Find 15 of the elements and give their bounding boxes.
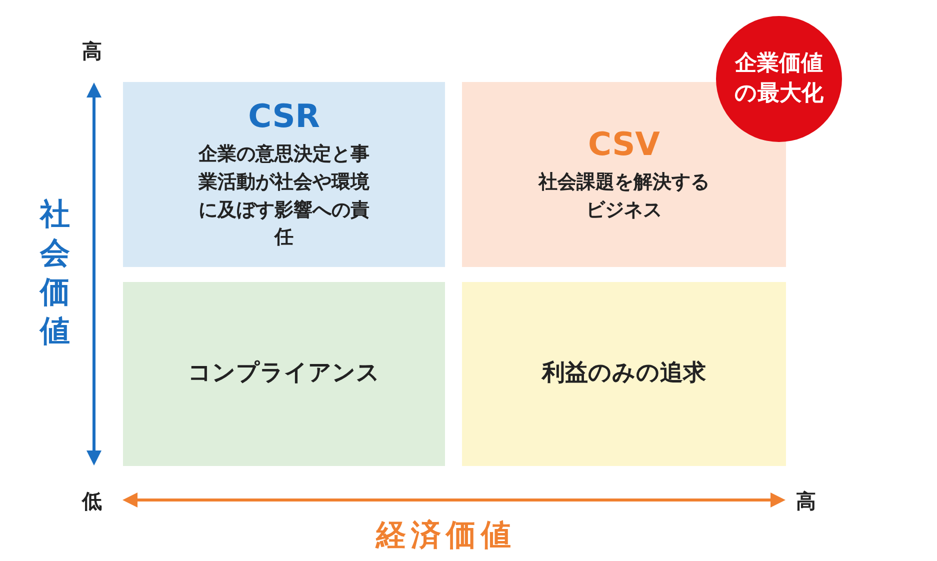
profit-quadrant: [462, 282, 786, 466]
axis-high-label: 高: [82, 38, 102, 65]
circle-text: 企業価値の最大化: [733, 50, 824, 108]
axis-high-label: 高: [796, 488, 816, 515]
quadrant-heading: CSV: [588, 124, 660, 163]
axis-low-label: 低: [82, 488, 102, 515]
axis-title: 経済価値: [376, 517, 516, 555]
quadrant-text: コンプライアンス: [188, 359, 380, 388]
quadrant-text: 企業の意思決定と事業活動が社会や環境に及ぼす影響への責任: [197, 142, 370, 250]
axis-title: 社会価値: [40, 196, 70, 351]
quadrant-text: 社会課題を解決するビジネス: [537, 170, 710, 222]
quadrant-text: 利益のみの追求: [542, 359, 706, 388]
quadrant-heading: CSR: [248, 97, 320, 136]
compliance-quadrant: [123, 282, 445, 466]
csr-quadrant: [123, 82, 445, 267]
